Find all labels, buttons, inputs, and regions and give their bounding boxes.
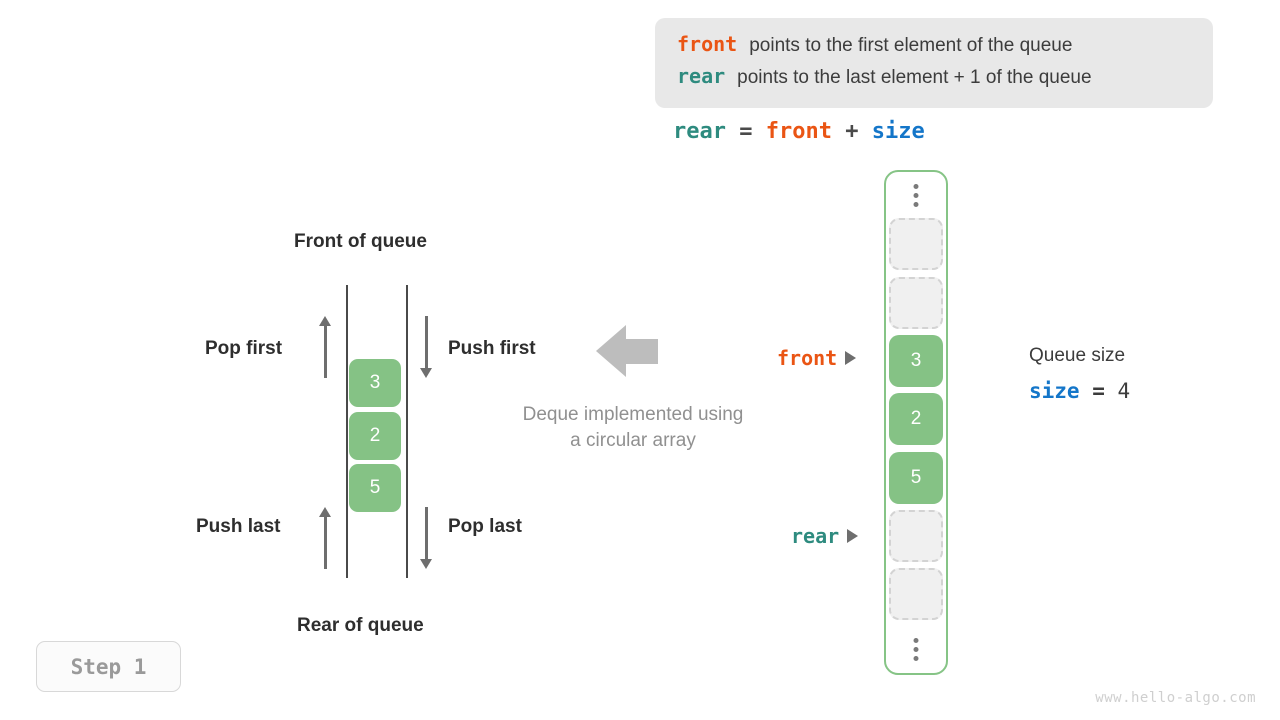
deque-cell: 3 [349, 359, 401, 407]
front-pointer: front [777, 346, 857, 370]
pointer-definitions-box: front points to the first element of the… [655, 18, 1213, 108]
formula-plus: + [845, 119, 859, 144]
step-badge: Step 1 [36, 641, 181, 692]
array-slot: 5 [889, 452, 943, 504]
front-definition-text: points to the first element of the queue [749, 35, 1073, 56]
deque-rail-left [346, 285, 348, 578]
rear-of-queue-label: Rear of queue [297, 615, 424, 636]
front-of-queue-label: Front of queue [294, 231, 427, 252]
array-slot [889, 218, 943, 270]
caption-line-1: Deque implemented using [522, 404, 744, 425]
array-slot [889, 510, 943, 562]
pop-first-arrow-icon [318, 316, 332, 378]
array-slot [889, 568, 943, 620]
front-definition-line: front points to the first element of the… [677, 32, 1191, 64]
watermark: www.hello-algo.com [1095, 690, 1256, 706]
pop-last-arrow-icon [419, 507, 433, 569]
circular-array-container: 3 2 5 [884, 170, 948, 675]
array-slot: 3 [889, 335, 943, 387]
rear-definition-text: points to the last element + 1 of the qu… [737, 67, 1092, 88]
deque-cell: 5 [349, 464, 401, 512]
pop-first-label: Pop first [205, 338, 283, 359]
mapping-arrow-icon [596, 325, 658, 378]
rear-formula: rear = front + size [673, 119, 925, 144]
size-variable: size [1029, 379, 1080, 403]
push-last-label: Push last [196, 516, 281, 537]
formula-equals: = [739, 119, 753, 144]
push-first-label: Push first [448, 338, 536, 359]
size-value: 4 [1117, 379, 1131, 403]
rear-pointer-arrow-icon [847, 529, 859, 543]
push-last-arrow-icon [318, 507, 332, 569]
front-pointer-label: front [777, 346, 838, 370]
formula-front-term: front [765, 119, 832, 144]
rear-keyword: rear [677, 64, 726, 88]
array-slot [889, 277, 943, 329]
deque-rail-right [406, 285, 408, 578]
ellipsis-bottom-icon [913, 638, 919, 661]
queue-size-title: Queue size [1029, 345, 1126, 366]
push-first-arrow-icon [419, 316, 433, 378]
caption-line-2: a circular array [570, 430, 696, 451]
formula-size-term: size [871, 119, 925, 144]
array-slot: 2 [889, 393, 943, 445]
rear-pointer-label: rear [791, 524, 840, 548]
rear-pointer: rear [791, 524, 859, 548]
front-pointer-arrow-icon [845, 351, 857, 365]
formula-rear-term: rear [673, 119, 726, 144]
front-keyword: front [677, 32, 738, 56]
diagram-caption: Deque implemented using a circular array [494, 402, 772, 454]
queue-size-expression: size = 4 [1029, 379, 1130, 403]
ellipsis-top-icon [913, 184, 919, 207]
deque-cell: 2 [349, 412, 401, 460]
pop-last-label: Pop last [448, 516, 522, 537]
rear-definition-line: rear points to the last element + 1 of t… [677, 64, 1191, 96]
size-equals: = [1092, 379, 1105, 403]
